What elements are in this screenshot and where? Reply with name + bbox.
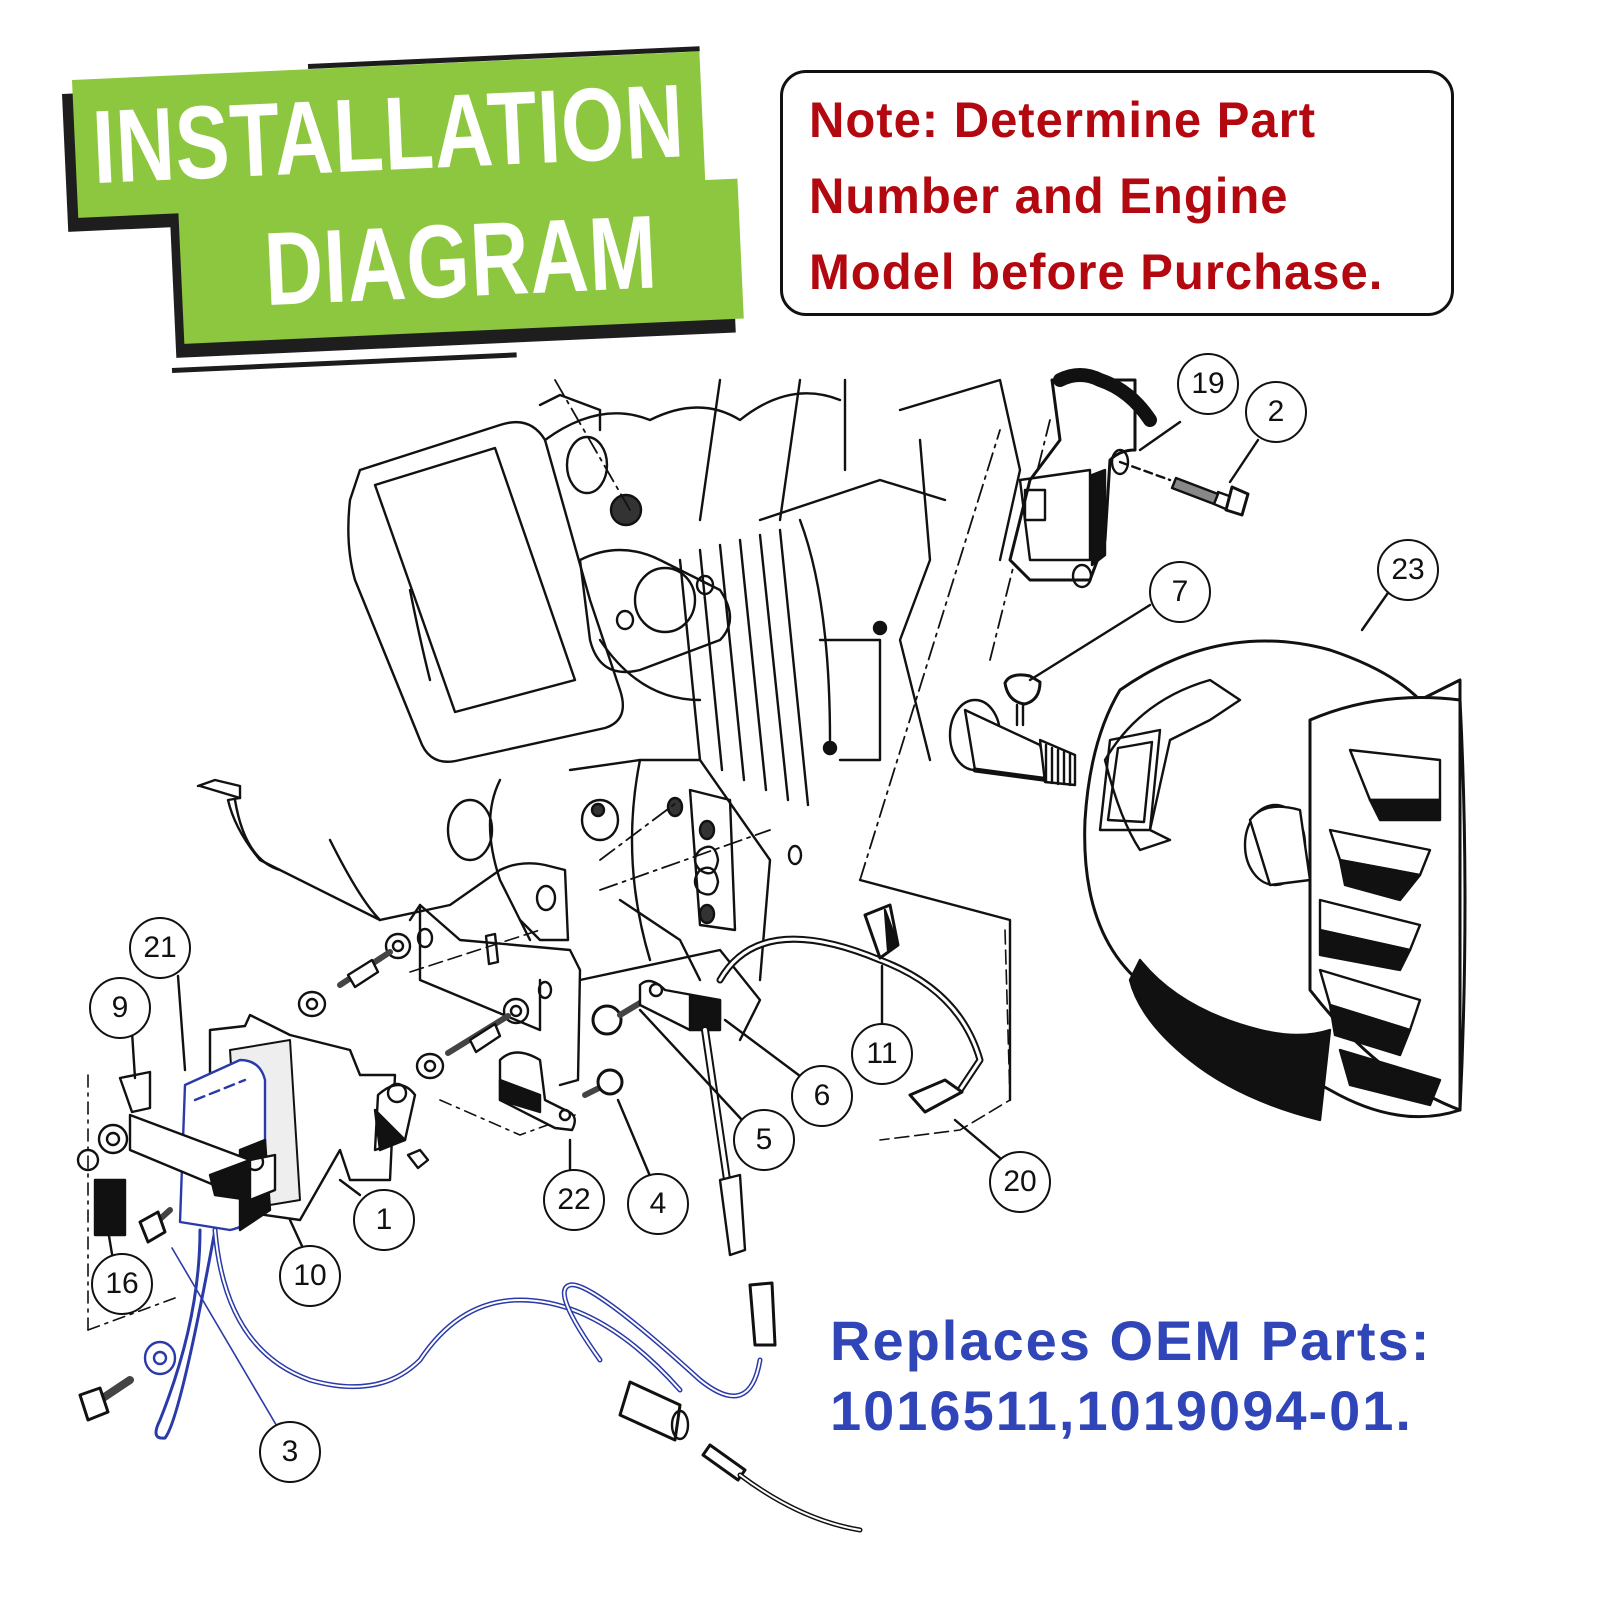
oem-part-numbers: 1016511,1019094-01.: [830, 1379, 1413, 1442]
callout-16: 16: [91, 1253, 153, 1315]
note-line-3: Model before Purchase.: [809, 244, 1384, 300]
leader-19: [1138, 420, 1182, 452]
callout-10: 10: [279, 1245, 341, 1307]
banner-title-line2: DIAGRAM: [261, 193, 660, 328]
leader-1: [338, 1178, 362, 1197]
leader-21: [176, 974, 187, 1072]
callout-23: 23: [1377, 539, 1439, 601]
mounting-bracket: [196, 778, 582, 1087]
flywheel: [1083, 639, 1467, 1122]
mating-connector: [701, 1443, 863, 1533]
purchase-note-box: Note: Determine Part Number and Engine M…: [780, 70, 1454, 316]
leader-7: [1028, 603, 1152, 682]
callout-20: 20: [989, 1151, 1051, 1213]
callout-11: 11: [851, 1023, 913, 1085]
leader-4: [616, 1098, 652, 1178]
leader-5: [638, 1008, 744, 1122]
hardware-studs: [297, 929, 541, 1080]
callout-9: 9: [89, 977, 151, 1039]
leader-23: [1360, 588, 1392, 632]
crankshaft: [948, 673, 1077, 787]
note-line-2: Number and Engine: [809, 168, 1289, 224]
callout-19: 19: [1177, 353, 1239, 415]
leader-20: [953, 1118, 1002, 1160]
wire-harness: [143, 1227, 777, 1442]
title-banner: INSTALLATION DIAGRAM: [0, 0, 760, 380]
engine-block: [347, 378, 1022, 1102]
leader-9: [130, 1030, 137, 1080]
wire-alignment-lines: [879, 929, 1011, 1141]
banner-slab-diagram: DIAGRAM: [178, 178, 744, 344]
callout-1: 1: [353, 1189, 415, 1251]
callout-7: 7: [1149, 561, 1211, 623]
bolt-2: [1170, 476, 1250, 517]
callout-22: 22: [543, 1169, 605, 1231]
ground-clip-wire: [591, 903, 984, 1257]
note-line-1: Note: Determine Part: [809, 92, 1316, 148]
leader-2: [1228, 438, 1260, 484]
alignment-lines: [554, 379, 1051, 891]
rectifier-module: [76, 1013, 430, 1244]
callout-5: 5: [733, 1109, 795, 1171]
ground-bolt: [78, 1376, 134, 1422]
leader-6: [723, 1018, 802, 1078]
leader-10: [288, 1218, 304, 1248]
callout-21: 21: [129, 917, 191, 979]
clip-and-screw: [498, 1051, 624, 1132]
oem-heading: Replaces OEM Parts:: [830, 1309, 1432, 1372]
callout-2: 2: [1245, 381, 1307, 443]
oem-parts-text: Replaces OEM Parts: 1016511,1019094-01.: [830, 1306, 1431, 1446]
callout-4: 4: [627, 1173, 689, 1235]
leader-3: [171, 1247, 279, 1429]
callout-6: 6: [791, 1065, 853, 1127]
callout-3: 3: [259, 1421, 321, 1483]
ignition-module: [1008, 368, 1172, 589]
leader-16: [106, 1228, 114, 1256]
